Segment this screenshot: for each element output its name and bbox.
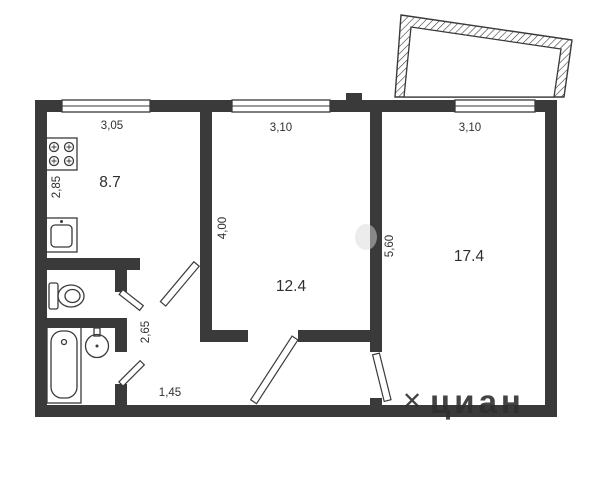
washbasin-icon [84,327,110,359]
dimension-labels: 3,05 3,10 3,10 2,85 4,00 5,60 2,65 1,45 [51,120,481,399]
wall-hall-room1-left [212,330,248,342]
dim-room1-depth: 4,00 [217,217,229,239]
dim-kitchen-width: 3,05 [101,120,123,132]
room2-area-label: 17.4 [454,248,485,265]
windows [61,99,536,113]
watermark-text: циан [430,383,525,420]
bath-door-leaf [118,359,146,387]
wall-kitchen-room1 [200,112,212,342]
dim-hall-width: 1,45 [159,387,181,399]
bathtub-icon [46,325,82,404]
wall-wc-bath-divider [47,318,115,328]
kitchen-door-leaf [159,260,201,307]
room2-door-leaf [371,352,392,403]
stove-icon [45,137,78,171]
dim-room2-width: 3,10 [459,122,481,134]
area-labels: 8.7 12.4 17.4 [99,174,484,295]
walls [35,93,557,417]
doors [118,260,392,405]
dim-room2-depth: 5,60 [384,235,396,257]
wc-door-leaf [118,288,145,312]
dim-kitchen-depth: 2,85 [51,176,63,198]
kitchen-sink-icon [45,217,78,253]
wall-hall-room1-right [298,330,370,342]
wall-kitchen-bottom [35,258,140,270]
room1-window [231,99,331,113]
watermark-symbol-icon: ✕ [402,388,422,415]
wall-wc-right-a [115,270,127,292]
kitchen-area-label: 8.7 [99,174,121,191]
dim-hall-depth: 2,65 [140,321,152,343]
wall-bottom [35,405,557,417]
wall-pilaster [346,93,362,112]
balcony [394,14,573,98]
fixtures [45,137,110,404]
balcony-floor [403,26,562,98]
watermark: ✕ циан [355,224,525,420]
dim-room1-width: 3,10 [270,122,292,134]
watermark-blob [355,224,377,250]
room1-door-leaf [249,335,299,405]
wall-top-2 [150,100,232,112]
wall-wc-right-b [115,318,127,352]
wall-bath-right [115,384,127,405]
wall-room2-stub [370,398,382,408]
kitchen-window [61,99,151,113]
room2-balcony-window [454,99,536,113]
toilet-icon [48,282,85,310]
room1-area-label: 12.4 [276,278,307,295]
wall-room1-room2 [370,112,382,352]
wall-right [545,100,557,417]
